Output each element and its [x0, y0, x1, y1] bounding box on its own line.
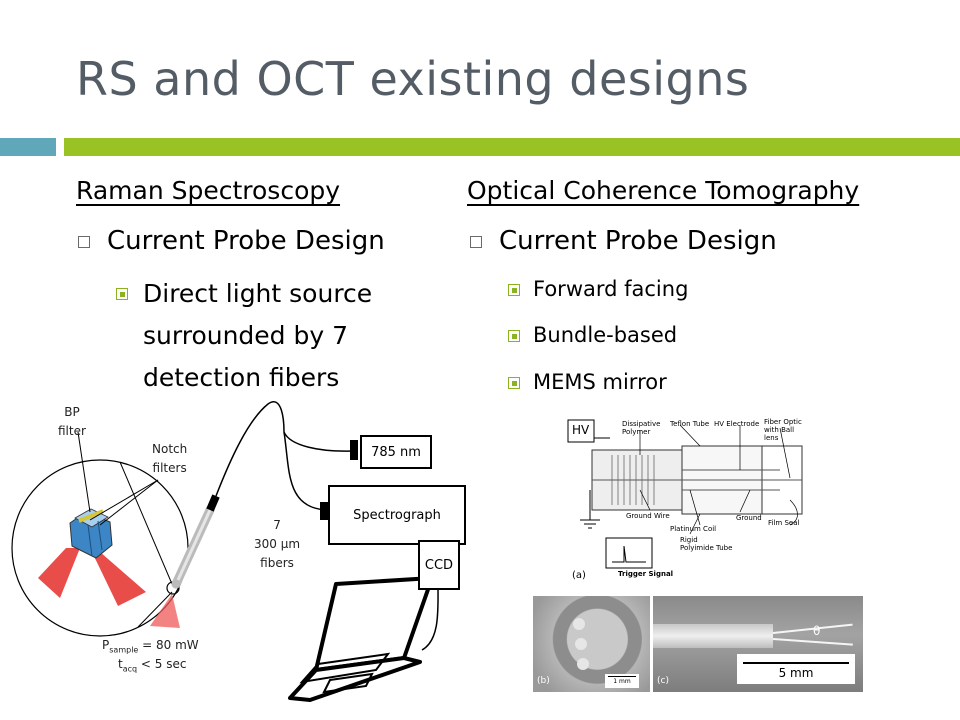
spectrograph-box: Spectrograph: [328, 485, 466, 545]
scale-bar-5mm: 5 mm: [737, 654, 855, 684]
laptop-icon: [288, 576, 434, 702]
raman-sub-line-3: detection fibers: [143, 363, 340, 392]
raman-sub-line-2: surrounded by 7: [143, 321, 349, 350]
probe-end-photo: (b) 1 mm: [533, 596, 650, 692]
sub-bullet-icon: [508, 284, 520, 296]
sub-bullet-icon: [508, 330, 520, 342]
fiber-cable: [215, 401, 353, 497]
probe-side-photo: θ (c) 5 mm: [653, 596, 863, 692]
ground-wire-label: Ground Wire: [626, 512, 670, 520]
accent-bar-left: [0, 138, 56, 156]
hv-electrode-label: HV Electrode: [714, 420, 760, 428]
oct-bullet: Current Probe Design: [499, 226, 777, 256]
raman-bullet: Current Probe Design: [107, 226, 385, 256]
acquisition-time-label: tacq < 5 sec: [118, 657, 187, 674]
theta-label: θ: [813, 624, 821, 638]
oct-sub-forward-facing: Forward facing: [533, 277, 689, 301]
figure-label-b: (b): [537, 676, 550, 686]
scale-bar-1mm: 1 mm: [605, 674, 639, 688]
bullet-square-icon: [78, 236, 90, 248]
slide-title: RS and OCT existing designs: [76, 52, 750, 106]
teflon-tube-label: Teflon Tube: [670, 420, 710, 428]
oct-sub-bundle-based: Bundle-based: [533, 323, 678, 347]
figure-label-a: (a): [572, 570, 586, 581]
excitation-light: [38, 548, 80, 598]
bullet-square-icon: [470, 236, 482, 248]
sub-bullet-icon: [116, 288, 128, 300]
figure-label-c: (c): [657, 676, 669, 686]
ground-label: Ground: [736, 514, 762, 522]
ccd-box: CCD: [418, 540, 460, 590]
oct-heading: Optical Coherence Tomography: [467, 176, 860, 205]
sample-power-label: Psample = 80 mW: [102, 638, 199, 655]
hv-label: HV: [572, 423, 590, 437]
sub-bullet-icon: [508, 377, 520, 389]
platinum-coil-label: Platinum Coil: [670, 525, 717, 533]
collected-light: [92, 552, 146, 606]
oct-sub-mems-mirror: MEMS mirror: [533, 370, 667, 394]
laser-785nm-box: 785 nm: [360, 435, 432, 469]
film-seal-label: Film Seal: [768, 519, 800, 527]
accent-bar-right: [64, 138, 960, 156]
trigger-signal-label: Trigger Signal: [618, 570, 674, 578]
raman-heading: Raman Spectroscopy: [76, 176, 341, 205]
raman-sub-line-1: Direct light source: [143, 279, 373, 308]
